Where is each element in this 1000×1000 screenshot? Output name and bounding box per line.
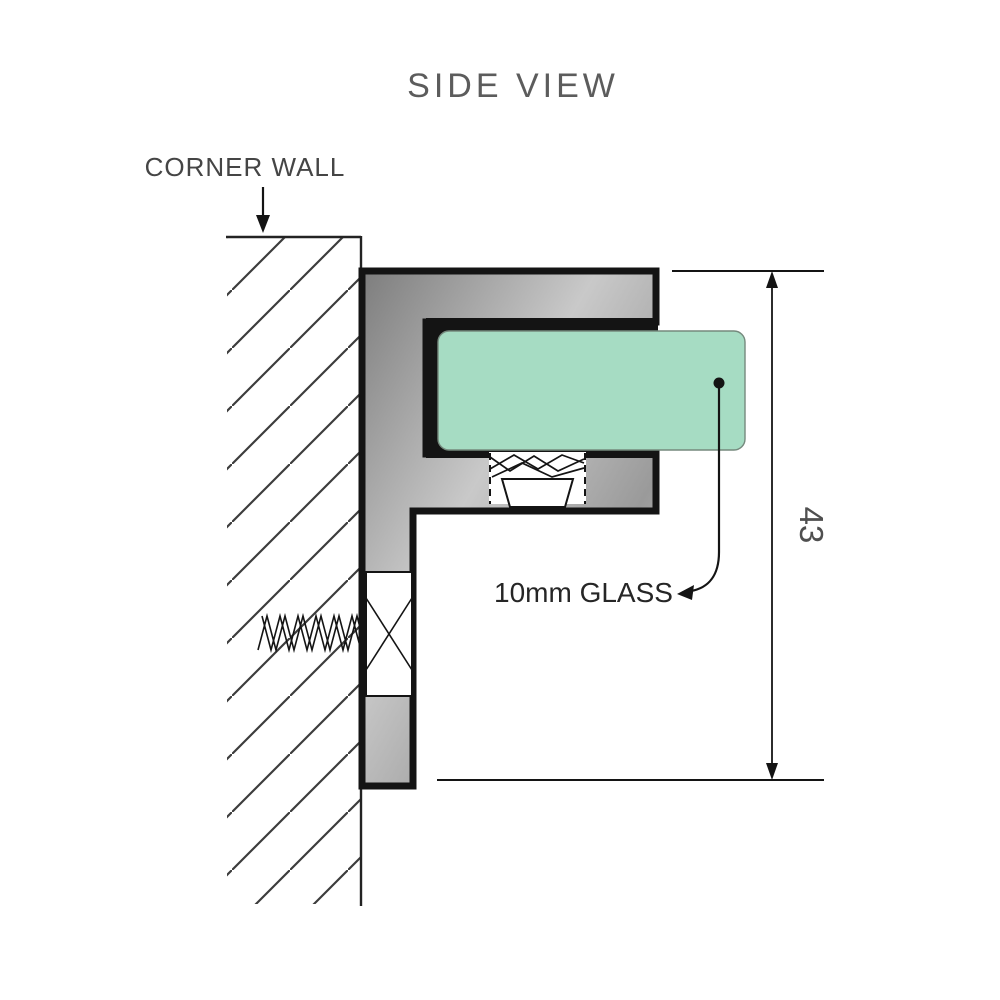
page-title: SIDE VIEW xyxy=(407,67,619,105)
corner-wall-callout: CORNER WALL xyxy=(145,152,346,233)
wall-screw xyxy=(257,571,413,697)
wall-screw-threads xyxy=(257,612,369,654)
corner-wall-label: CORNER WALL xyxy=(145,152,346,182)
glass-callout: 10mm GLASS xyxy=(494,377,725,608)
glass-callout-label: 10mm GLASS xyxy=(494,577,673,608)
grub-screw-threads xyxy=(489,454,585,478)
dimension: 43 xyxy=(437,270,830,781)
glass-callout-arrowhead xyxy=(677,585,694,600)
grub-screw-collar xyxy=(500,478,575,508)
grub-screw xyxy=(489,452,586,508)
wall-screw-head-cross-2 xyxy=(365,597,413,671)
dimension-arrow-bottom xyxy=(766,763,778,780)
wall xyxy=(226,235,363,906)
glass-panel xyxy=(437,330,746,451)
wall-screw-head xyxy=(365,571,413,697)
corner-wall-arrowhead xyxy=(256,215,270,233)
dimension-value: 43 xyxy=(793,507,830,544)
wall-hatching xyxy=(227,238,360,904)
glass-callout-leader xyxy=(690,388,721,593)
dimension-arrow-top xyxy=(766,271,778,288)
glass-callout-dot xyxy=(713,377,725,389)
